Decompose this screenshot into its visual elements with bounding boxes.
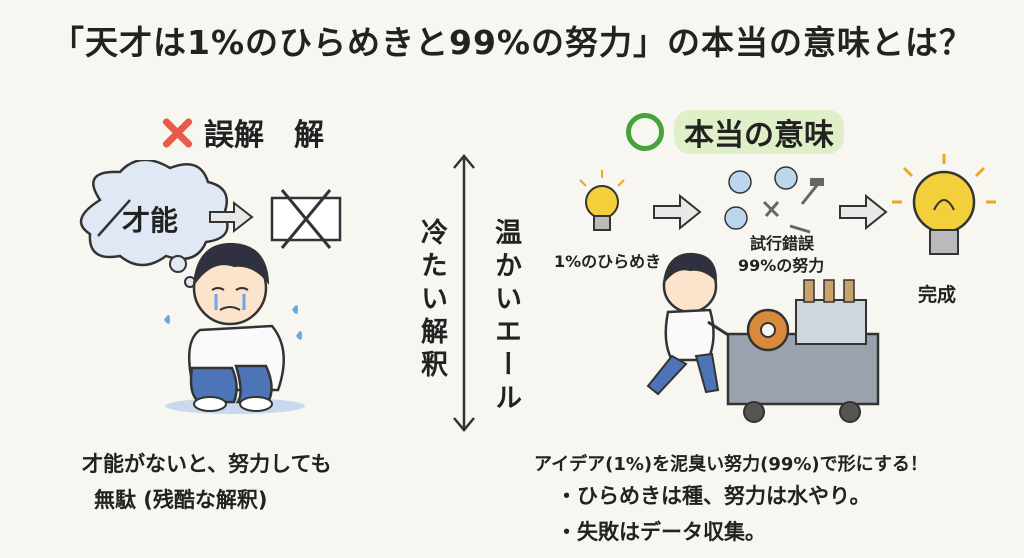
crossed-box-icon: [270, 189, 342, 249]
circle-icon: [626, 113, 664, 151]
step1-label: 1%のひらめき: [554, 252, 662, 271]
sad-person: [164, 242, 305, 414]
arrow-right-icon: [653, 193, 702, 231]
bullet-failure: ・失敗はデータ収集。: [556, 520, 766, 544]
teardrop-icon: [164, 315, 170, 324]
arrow-right-icon: [839, 193, 888, 231]
effort-process-illustration: [579, 154, 996, 423]
teardrop-icon: [296, 331, 302, 340]
true-meaning-heading-text: 本当の意味: [674, 110, 844, 154]
left-caption-line1: 才能がないと、努力しても: [82, 452, 332, 476]
cold-interpretation-label: 冷たい解釈: [416, 218, 447, 383]
cross-icon: [158, 114, 194, 150]
true-meaning-heading: 本当の意味: [626, 110, 844, 154]
step2-label-bottom: 99%の努力: [738, 256, 825, 275]
double-arrow-icon: [453, 154, 475, 432]
page-title: 「天才は1%のひらめきと99%の努力」の本当の意味とは？: [50, 23, 973, 62]
small-lightbulb-icon: [579, 170, 625, 231]
summary-text: アイデア(1%)を泥臭い努力(99%)で形にする！: [534, 454, 928, 475]
thought-bubble: [79, 160, 229, 288]
bubble-text: 才能: [122, 204, 178, 237]
big-lightbulb-icon: [892, 154, 996, 255]
warm-cheer-label: 温かいエール: [490, 218, 521, 416]
bullet-seed: ・ひらめきは種、努力は水やり。: [556, 484, 871, 508]
sad-person-illustration: 才能: [79, 160, 342, 414]
step3-label: 完成: [918, 284, 957, 306]
step2-label-top: 試行錯誤: [750, 234, 815, 253]
teardrop-icon: [292, 305, 298, 314]
boy-pushing-cart: [646, 252, 880, 423]
trial-and-error-icons: [724, 166, 824, 234]
left-caption-line2: 無駄 (残酷な解釈): [94, 488, 268, 512]
misunderstanding-heading-text: 誤解 解: [204, 118, 324, 153]
misunderstanding-heading: 誤解 解: [158, 110, 324, 154]
arrow-right-icon: [209, 200, 254, 234]
